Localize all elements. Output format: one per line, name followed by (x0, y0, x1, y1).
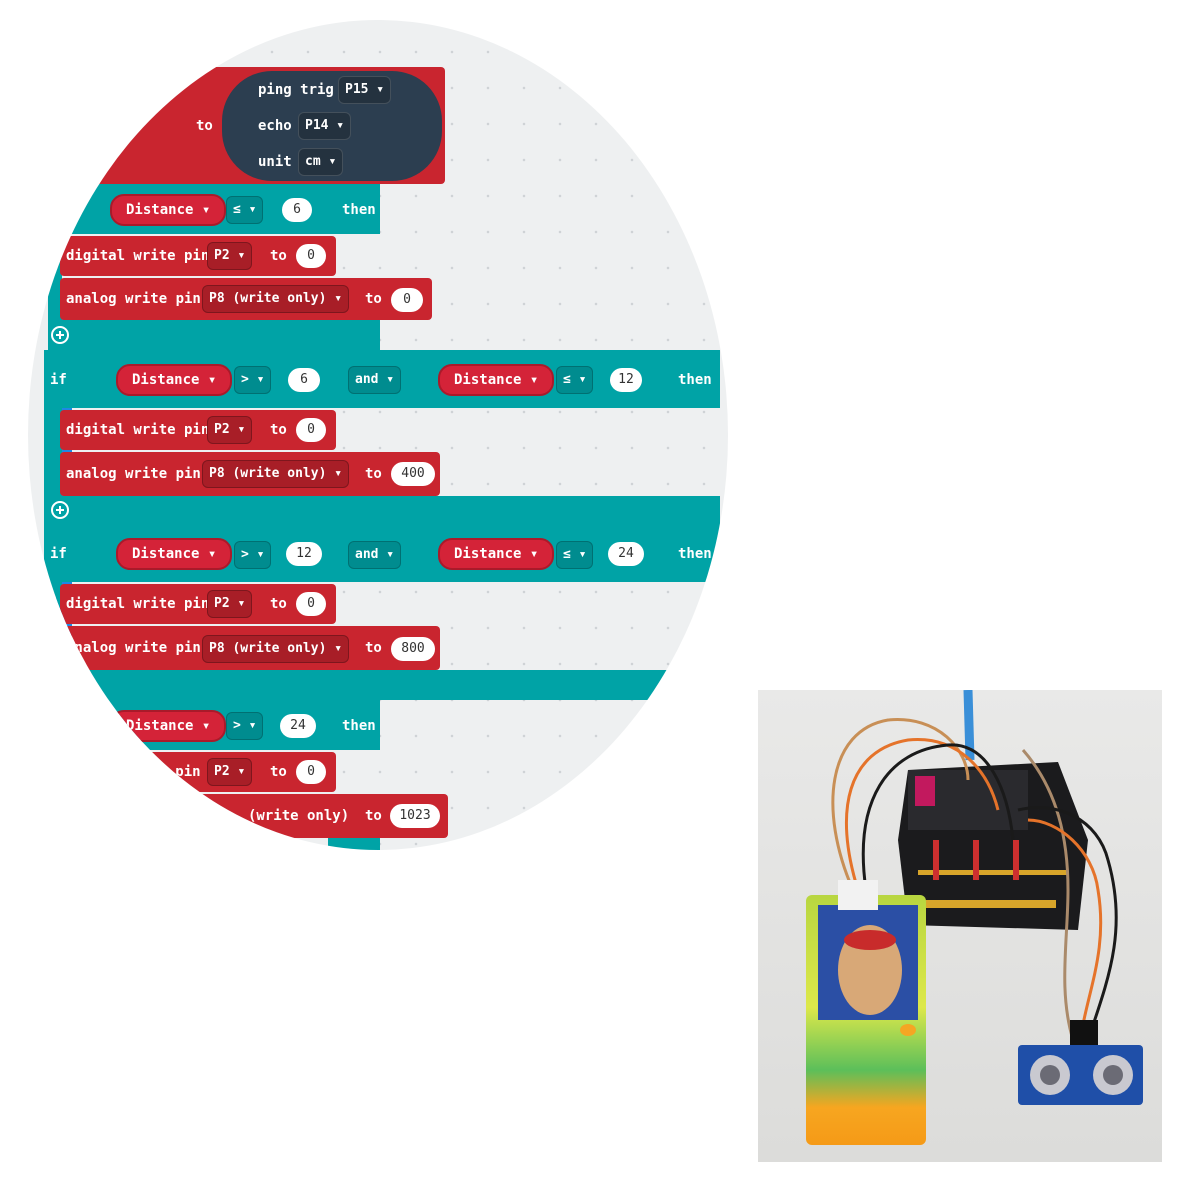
aw-label-1: analog write pin (66, 291, 201, 307)
if-block-4-arm (48, 750, 62, 850)
to-label-aw2: to (365, 466, 382, 482)
then-label-1: then (342, 202, 376, 218)
dw-value-4[interactable]: 0 (296, 760, 326, 784)
op-dropdown-2b[interactable]: ≤ ▾ (556, 366, 594, 394)
if-label-3: if (50, 546, 67, 562)
distance-var-4[interactable]: Distance ▾ (110, 710, 227, 742)
trig-pin-dropdown[interactable]: P15 ▾ (338, 76, 392, 104)
distance-var-1[interactable]: Distance ▾ (110, 194, 227, 226)
to-label-dw4: to (270, 764, 287, 780)
distance-var-3a[interactable]: Distance ▾ (116, 538, 233, 570)
hardware-illustration (758, 690, 1162, 1162)
digital-write-block-3[interactable] (60, 584, 336, 624)
dw-label-2: digital write pin (66, 422, 210, 438)
to-label-dw1: to (270, 248, 287, 264)
add-icon[interactable] (51, 326, 69, 344)
aw-value-1[interactable]: 0 (391, 288, 423, 312)
digital-write-block-1[interactable] (60, 236, 336, 276)
dw-label-1: digital write pin (66, 248, 210, 264)
num-input-4[interactable]: 24 (280, 714, 316, 738)
ping-trig-label: ping trig (258, 82, 334, 98)
analog-write-block-4[interactable] (60, 794, 448, 838)
then-label-4: then (342, 718, 376, 734)
if-label-2: if (50, 372, 67, 388)
num-input-2a[interactable]: 6 (288, 368, 320, 392)
aw-label-4: (write only) (248, 808, 350, 824)
aw-value-3[interactable]: 800 (391, 637, 435, 661)
aw-label-3: analog write pin (66, 640, 201, 656)
unit-label: unit (258, 154, 292, 170)
num-input-1[interactable]: 6 (282, 198, 312, 222)
then-label-3: then (678, 546, 712, 562)
then-label-2: then (678, 372, 712, 388)
hardware-photo (758, 690, 1162, 1162)
to-label-aw1: to (365, 291, 382, 307)
digital-write-block-2[interactable] (60, 410, 336, 450)
pin-dropdown-dw1[interactable]: P2 ▾ (207, 242, 253, 270)
pin-dropdown-dw3[interactable]: P2 ▾ (207, 590, 253, 618)
aw-value-4[interactable]: 1023 (390, 804, 440, 828)
op-dropdown-3b[interactable]: ≤ ▾ (556, 541, 594, 569)
set-to-label: to (196, 118, 213, 134)
num-input-3b[interactable]: 24 (608, 542, 644, 566)
pin-dropdown-dw4[interactable]: P2 ▾ (207, 758, 253, 786)
op-dropdown-4[interactable]: > ▾ (226, 712, 264, 740)
op-dropdown-2a[interactable]: > ▾ (234, 366, 272, 394)
dw-value-2[interactable]: 0 (296, 418, 326, 442)
distance-var-3b[interactable]: Distance ▾ (438, 538, 555, 570)
echo-pin-dropdown[interactable]: P14 ▾ (298, 112, 352, 140)
pin-dropdown-dw2[interactable]: P2 ▾ (207, 416, 253, 444)
pin-dropdown-aw1[interactable]: P8 (write only) ▾ (202, 285, 350, 313)
dw-value-3[interactable]: 0 (296, 592, 326, 616)
op-dropdown-3a[interactable]: > ▾ (234, 541, 272, 569)
digital-write-block-4[interactable] (60, 752, 336, 792)
dw-value-1[interactable]: 0 (296, 244, 326, 268)
op-dropdown-1[interactable]: ≤ ▾ (226, 196, 264, 224)
makecode-workspace[interactable]: ance ▾ to ping trig P15 ▾ echo P14 ▾ uni… (28, 20, 728, 850)
dw-label-3: digital write pin (66, 596, 210, 612)
num-input-2b[interactable]: 12 (610, 368, 642, 392)
to-label-dw3: to (270, 596, 287, 612)
and-dropdown-2[interactable]: and ▾ (348, 366, 402, 394)
add-icon[interactable] (51, 501, 69, 519)
num-input-3a[interactable]: 12 (286, 542, 322, 566)
if-block-1-footer (48, 320, 380, 350)
to-label-aw3: to (365, 640, 382, 656)
aw-label-2: analog write pin (66, 466, 201, 482)
echo-label: echo (258, 118, 292, 134)
if-block-2-footer (44, 496, 720, 526)
distance-var-2a[interactable]: Distance ▾ (116, 364, 233, 396)
to-label-aw4: to (365, 808, 382, 824)
distance-var-2b[interactable]: Distance ▾ (438, 364, 555, 396)
unit-dropdown[interactable]: cm ▾ (298, 148, 344, 176)
aw-value-2[interactable]: 400 (391, 462, 435, 486)
pin-dropdown-aw3[interactable]: P8 (write only) ▾ (202, 635, 350, 663)
dw-label-4: te pin (150, 764, 201, 780)
if-block-3-footer (44, 670, 720, 700)
set-var-label: ance ▾ (90, 118, 141, 134)
to-label-dw2: to (270, 422, 287, 438)
and-dropdown-3[interactable]: and ▾ (348, 541, 402, 569)
pin-dropdown-aw2[interactable]: P8 (write only) ▾ (202, 460, 350, 488)
